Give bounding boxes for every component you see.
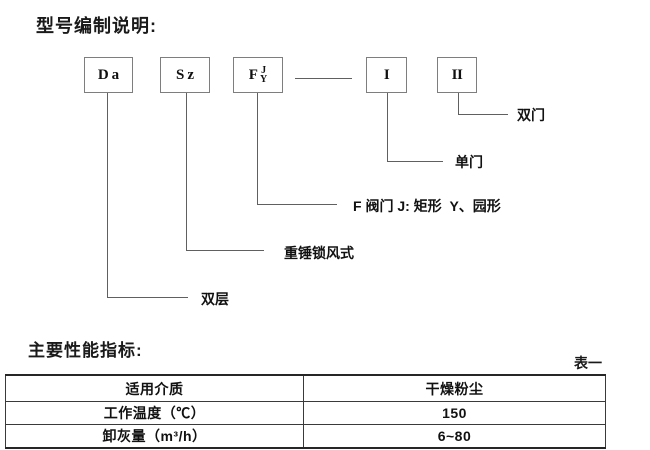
connector-da-horizontal: [107, 297, 188, 298]
connector-f-vertical: [257, 93, 258, 205]
table-row: 卸灰量（m³/h） 6~80: [5, 424, 606, 449]
table-caption: 表一: [574, 355, 602, 371]
row-medium-value: 干燥粉尘: [303, 374, 606, 402]
connector-one-horizontal: [387, 161, 443, 162]
model-coding-title: 型号编制说明:: [36, 16, 157, 36]
code-box-da-label: Da: [97, 66, 123, 83]
code-box-f: F J Y: [233, 57, 283, 93]
row-temperature-value: 150: [303, 401, 606, 425]
code-box-one-label: I: [383, 66, 390, 83]
code-box-f-top: J: [261, 65, 267, 76]
connector-two-vertical: [458, 93, 459, 115]
table-row: 工作温度（℃） 150: [5, 401, 606, 425]
code-box-one: I: [366, 57, 407, 93]
code-box-two-label: II: [451, 66, 463, 83]
connector-sz-horizontal: [186, 250, 264, 251]
code-box-da: Da: [84, 57, 133, 93]
code-box-f-label: F: [248, 66, 258, 83]
row-discharge-name: 卸灰量（m³/h）: [5, 424, 304, 449]
code-box-f-bottom: Y: [259, 74, 268, 85]
code-box-sz-label: Sz: [176, 66, 197, 83]
row-temperature-name: 工作温度（℃）: [5, 401, 304, 425]
label-single-door: 单门: [455, 154, 483, 170]
connector-f-to-one: [295, 78, 352, 79]
label-double-layer: 双层: [201, 291, 229, 307]
connector-f-horizontal: [257, 204, 337, 205]
connector-two-horizontal: [458, 114, 508, 115]
label-hammer-lock: 重锤锁风式: [284, 245, 354, 261]
connector-one-vertical: [387, 93, 388, 162]
connector-da-vertical: [107, 93, 108, 297]
code-box-sz: Sz: [160, 57, 210, 93]
code-box-two: II: [437, 57, 477, 93]
performance-title: 主要性能指标:: [28, 341, 143, 360]
table-row: 适用介质 干燥粉尘: [5, 374, 606, 402]
label-double-door: 双门: [517, 107, 545, 123]
performance-table: 适用介质 干燥粉尘 工作温度（℃） 150 卸灰量（m³/h） 6~80: [5, 374, 606, 449]
code-box-f-variants: J Y: [259, 65, 268, 85]
label-valve-types: F 阀门 J: 矩形 Y、园形: [353, 198, 501, 214]
connector-sz-vertical: [186, 93, 187, 251]
row-medium-name: 适用介质: [5, 374, 304, 402]
row-discharge-value: 6~80: [303, 424, 606, 449]
